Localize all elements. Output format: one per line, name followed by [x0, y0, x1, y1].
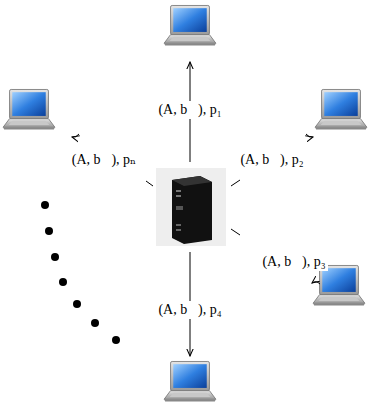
laptop-icon: [313, 265, 365, 305]
link-lines: [72, 62, 320, 356]
laptop-icon: [3, 89, 55, 129]
message-label: (A, b⃗), pₙ: [70, 151, 138, 168]
ellipsis-dots: [41, 201, 120, 344]
laptop-icon: [164, 361, 216, 401]
laptop-icon: [164, 5, 216, 45]
message-label: (A, b⃗), p₄: [156, 301, 223, 318]
message-label: (A, b⃗), p₃: [260, 253, 327, 270]
laptop-icon: [315, 89, 367, 129]
message-label: (A, b⃗), p₁: [156, 101, 223, 118]
message-label: (A, b⃗), p₂: [238, 151, 305, 168]
server-icon: [156, 168, 226, 246]
